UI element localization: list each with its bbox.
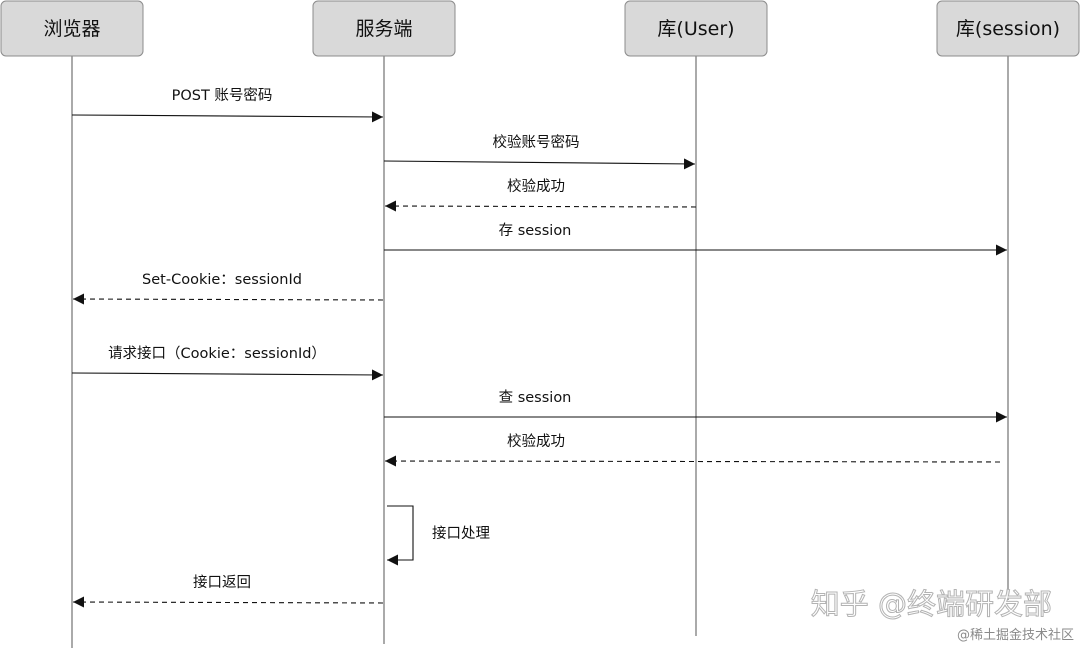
message-label: 查 session <box>499 389 572 406</box>
message-label: 校验账号密码 <box>493 134 580 151</box>
message-api-processing: 接口处理 <box>387 505 490 566</box>
message-label: 接口返回 <box>193 574 251 591</box>
message-label: POST 账号密码 <box>172 87 273 104</box>
message-request-api: 请求接口（Cookie：sessionId） <box>71 345 384 381</box>
message-verify-success-user: 校验成功 <box>384 178 697 212</box>
lifelines <box>71 56 1009 648</box>
message-post-credentials: POST 账号密码 <box>71 87 384 123</box>
actor-box-user-db <box>624 0 768 57</box>
message-label: 校验成功 <box>507 178 565 195</box>
actor-label-user-db: 库(User) <box>657 18 734 40</box>
message-set-cookie: Set-Cookie：sessionId <box>72 272 384 305</box>
self-call-arrow <box>387 505 414 566</box>
actor-box-session-db <box>936 0 1080 57</box>
actor-label-session-db: 库(session) <box>956 18 1060 40</box>
message-api-response: 接口返回 <box>72 574 384 608</box>
actor-user-db: 库(User) <box>624 0 768 57</box>
message-query-session: 查 session <box>384 389 1007 423</box>
message-verify-credentials: 校验账号密码 <box>383 134 696 170</box>
message-label: 请求接口（Cookie：sessionId） <box>108 345 326 362</box>
actor-label-browser: 浏览器 <box>43 18 100 40</box>
actor-label-server: 服务端 <box>355 18 412 40</box>
messages: POST 账号密码 校验账号密码 校验成功 存 session Set-Cook… <box>71 87 1007 608</box>
actor-server: 服务端 <box>312 0 456 57</box>
actor-box-browser <box>0 0 144 57</box>
watermark-juejin: @稀土掘金技术社区 <box>957 627 1074 643</box>
message-arrow <box>72 293 384 305</box>
message-arrow <box>384 455 1001 467</box>
message-arrow <box>71 369 384 381</box>
watermark-zhihu: 知乎 @终端研发部 <box>811 587 1052 621</box>
message-store-session: 存 session <box>384 222 1007 256</box>
watermark: 知乎 @终端研发部 @稀土掘金技术社区 <box>810 587 1074 644</box>
message-arrow <box>384 200 697 212</box>
message-label: Set-Cookie：sessionId <box>142 272 302 288</box>
message-arrow <box>383 158 696 170</box>
message-label: 校验成功 <box>507 433 565 450</box>
actor-box-server <box>312 0 456 57</box>
actor-session-db: 库(session) <box>936 0 1080 57</box>
message-arrow <box>72 596 384 608</box>
message-label: 存 session <box>499 222 572 239</box>
message-arrow <box>71 111 384 123</box>
message-verify-success-session: 校验成功 <box>384 433 1001 467</box>
message-label: 接口处理 <box>432 525 490 542</box>
actor-browser: 浏览器 <box>0 0 144 57</box>
